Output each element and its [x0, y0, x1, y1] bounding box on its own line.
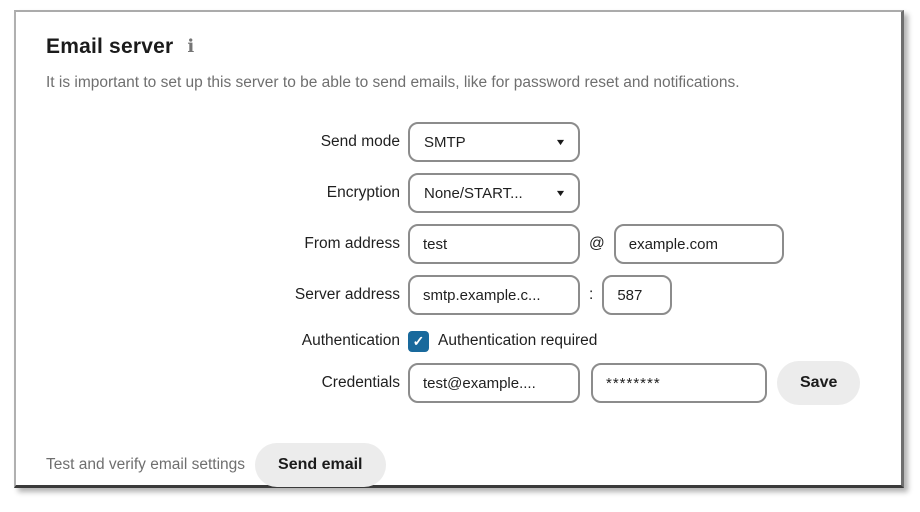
form-row-server-address: Server address : [46, 275, 871, 315]
chevron-down-icon: ▼ [554, 136, 567, 147]
send-mode-select[interactable]: SMTP ▼ [408, 122, 580, 162]
panel-header: Email server ℹ [46, 32, 871, 62]
server-host-input[interactable] [408, 275, 580, 315]
server-address-label: Server address [294, 286, 400, 303]
authentication-label: Authentication [301, 332, 400, 349]
form-row-authentication: Authentication ✓ Authentication required [46, 326, 871, 356]
checkmark-icon: ✓ [412, 333, 425, 349]
chevron-down-icon: ▼ [554, 187, 567, 198]
server-port-input[interactable] [602, 275, 673, 315]
test-settings-row: Test and verify email settings Send emai… [46, 443, 871, 487]
authentication-checkbox[interactable]: ✓ [408, 330, 429, 352]
colon-separator: : [589, 286, 594, 303]
panel-description: It is important to set up this server to… [46, 74, 740, 91]
encryption-label: Encryption [326, 184, 400, 201]
credentials-password-input[interactable] [591, 363, 767, 403]
save-button[interactable]: Save [777, 361, 861, 405]
test-settings-label: Test and verify email settings [46, 456, 246, 473]
encryption-value: None/START... [424, 184, 523, 202]
from-user-input[interactable] [408, 224, 580, 264]
authentication-checkbox-label[interactable]: Authentication required [438, 332, 598, 349]
credentials-label: Credentials [321, 374, 400, 391]
email-server-form: Send mode SMTP ▼ Encryption None/START..… [46, 122, 871, 405]
credentials-username-input[interactable] [408, 363, 580, 403]
form-row-send-mode: Send mode SMTP ▼ [46, 122, 871, 162]
form-row-encryption: Encryption None/START... ▼ [46, 173, 871, 213]
from-address-label: From address [304, 235, 400, 252]
encryption-select[interactable]: None/START... ▼ [408, 173, 580, 213]
send-mode-label: Send mode [320, 133, 400, 150]
send-email-button[interactable]: Send email [255, 443, 386, 487]
info-icon[interactable]: ℹ [187, 36, 195, 57]
form-row-from-address: From address @ [46, 224, 871, 264]
email-server-panel: Email server ℹ It is important to set up… [14, 10, 904, 488]
page-title: Email server [46, 35, 174, 58]
send-mode-value: SMTP [424, 133, 466, 151]
form-row-credentials: Credentials Save [46, 361, 871, 405]
from-domain-input[interactable] [613, 224, 784, 264]
at-separator: @ [589, 235, 605, 252]
